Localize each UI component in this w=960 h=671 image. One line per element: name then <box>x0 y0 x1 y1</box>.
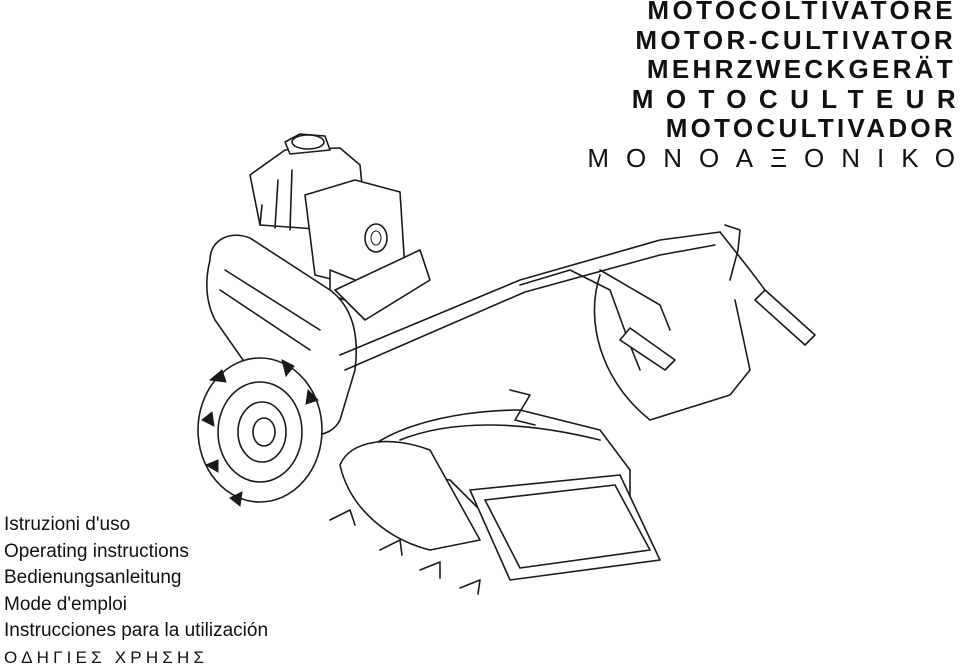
manual-german: Bedienungsanleitung <box>4 565 268 592</box>
wheel <box>198 358 322 506</box>
title-german: MEHRZWECKGERÄT <box>587 55 956 85</box>
title-french: MOTOCULTEUR <box>587 85 960 115</box>
manual-spanish: Instrucciones para la utilización <box>4 618 268 645</box>
cultivator-illustration <box>190 120 830 600</box>
manual-italian: Istruzioni d'uso <box>4 512 268 539</box>
manual-language-list: Istruzioni d'uso Operating instructions … <box>4 512 268 671</box>
tiller-hood <box>340 390 660 580</box>
title-english: MOTOR-CULTIVATOR <box>587 26 956 56</box>
motor-cultivator-icon <box>190 120 830 600</box>
title-italian: MOTOCOLTIVATORE <box>587 0 956 26</box>
manual-english: Operating instructions <box>4 539 268 566</box>
manual-greek: ΟΔΗΓΙΕΣ ΧΡΗΣΗΣ <box>4 645 268 671</box>
manual-french: Mode d'emploi <box>4 592 268 619</box>
